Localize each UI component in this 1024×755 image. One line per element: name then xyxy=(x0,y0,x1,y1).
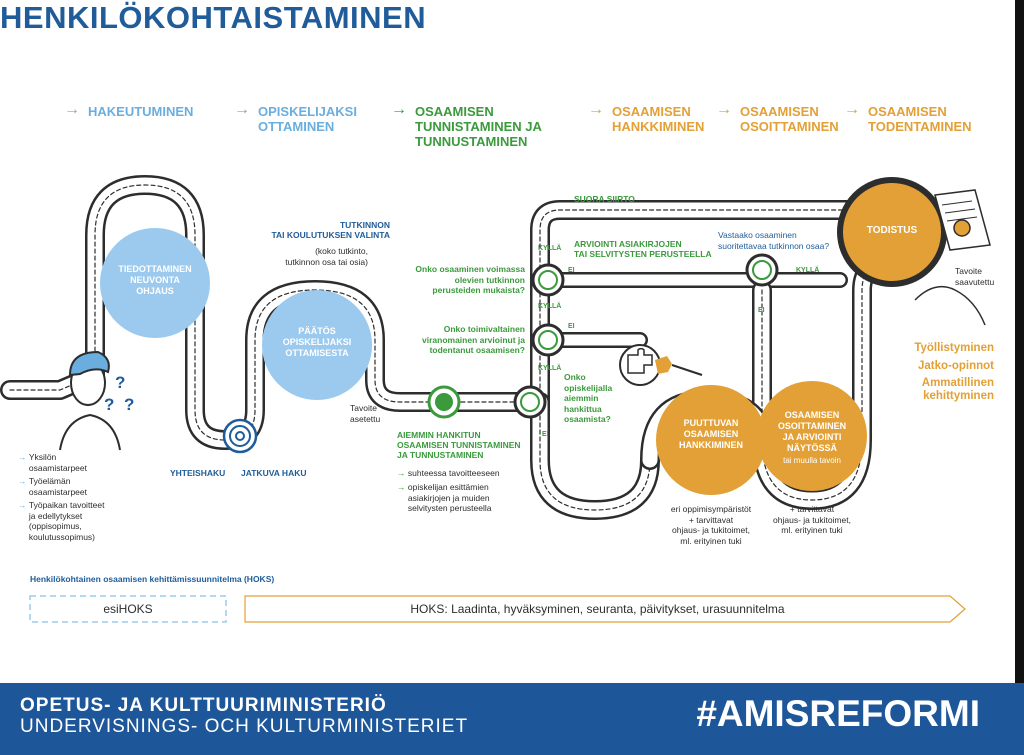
question-voimassa: Onko osaaminen voimassa olevien tutkinno… xyxy=(415,264,525,295)
label-kylla-4: KYLLÄ xyxy=(796,267,820,274)
ministry-name-fi: OPETUS- JA KULTTUURIMINISTERIÖ xyxy=(20,695,387,716)
bullet-text: suhteessa tavoitteeseen xyxy=(407,468,500,478)
road-diagram: ? ? ? xyxy=(0,175,991,623)
label-ei-2: EI xyxy=(568,323,575,330)
hoks-label: HOKS: Laadinta, hyväksyminen, seuranta, … xyxy=(410,602,785,616)
stage-label: OSAAMISEN OSOITTAMINEN xyxy=(740,104,839,134)
circle-tiedottaminen xyxy=(100,228,210,338)
arrow-icon: → xyxy=(588,101,604,118)
question-mark-icon: ? xyxy=(124,395,134,414)
stage-tunnistaminen: → OSAAMISEN TUNNISTAMINEN JA TUNNUSTAMIN… xyxy=(391,102,542,150)
stage-label: OSAAMISEN TUNNISTAMINEN JA TUNNUSTAMINEN xyxy=(415,104,542,149)
circle-paatos xyxy=(262,290,372,400)
label-tavoite-saavutettu: Tavoite saavutettu xyxy=(955,266,995,287)
arrow-icon: → xyxy=(391,101,407,118)
label-tavoite-asetettu: Tavoite asetettu xyxy=(350,403,381,424)
label-osoittaminen-sub: tai muulla tavoin xyxy=(783,456,841,465)
question-mark-icon: ? xyxy=(104,395,114,414)
bullet-arrow-icon: → xyxy=(397,482,408,492)
hand-icon xyxy=(914,285,986,326)
footer: OPETUS- JA KULTTUURIMINISTERIÖ UNDERVISN… xyxy=(0,683,1024,755)
need-item-3: → Työpaikan tavoitteet ja edellytykset (… xyxy=(18,500,104,542)
bullet-arrow-icon: → xyxy=(397,468,408,478)
label-suora-siirto: SUORA SIIRTO xyxy=(574,194,635,204)
label-vastaako: Vastaako osaaminen suoritettavaa tutkinn… xyxy=(718,230,830,251)
road-main-dash xyxy=(9,184,541,441)
label-kylla-1: KYLLÄ xyxy=(538,245,562,252)
label-tutkinnon: TUTKINNON TAI KOULUTUKSEN VALINTA xyxy=(271,220,390,240)
aiemmin-bullet-2: → opiskelijan esittämien asiakirjojen ja… xyxy=(397,482,492,514)
circle-todistus xyxy=(837,177,947,287)
question-aiemmin: Onko opiskelijalla aiemmin hankittua osa… xyxy=(564,372,613,424)
outcome-ammatillinen: Ammatillinen kehittyminen xyxy=(921,377,994,402)
need-text: Yksilön osaamistarpeet xyxy=(28,452,87,473)
outcome-jatko-opinnot: Jatko-opinnot xyxy=(917,359,994,372)
circle-puuttuva xyxy=(656,385,766,495)
stage-hakeutuminen: → HAKEUTUMINEN xyxy=(64,102,194,120)
certificate-icon xyxy=(934,189,991,251)
label-env-2: + tarvittavat ohjaus- ja tukitoimet, ml.… xyxy=(773,504,851,535)
label-arviointi: ARVIOINTI ASIAKIRJOJEN TAI SELVITYSTEN P… xyxy=(574,239,712,259)
need-item-2: → Työelämän osaamistarpeet xyxy=(18,476,87,497)
label-kylla-2: KYLLÄ xyxy=(538,303,562,310)
stage-osoittaminen: → OSAAMISEN OSOITTAMINEN xyxy=(716,102,839,135)
checkpoint-q2 xyxy=(531,323,565,357)
bullet-arrow-icon: → xyxy=(18,452,29,462)
label-yhteishaku: YHTEISHAKU xyxy=(170,468,226,478)
label-ei-4: EI xyxy=(758,307,765,314)
need-text: Työpaikan tavoitteet ja edellytykset (op… xyxy=(28,500,105,542)
label-puuttuva: PUUTTUVAN OSAAMISEN HANKKIMINEN xyxy=(679,418,743,450)
label-kylla-3: KYLLÄ xyxy=(538,365,562,372)
arrow-icon: → xyxy=(234,101,250,118)
arrow-icon: → xyxy=(844,101,860,118)
label-tiedottaminen: TIEDOTTAMINEN NEUVONTA OHJAUS xyxy=(118,264,192,296)
hashtag: #AMISREFORMI xyxy=(696,693,980,734)
spiral-icon xyxy=(222,418,258,454)
esihoks-box xyxy=(29,595,227,623)
hoks-heading: Henkilökohtainen osaamisen kehittämissuu… xyxy=(30,574,275,584)
label-aiemmin-hankitun: AIEMMIN HANKITUN OSAAMISEN TUNNISTAMINEN… xyxy=(397,430,521,460)
bullet-text: opiskelijan esittämien asiakirjojen ja m… xyxy=(407,482,492,513)
stage-label: OPISKELIJAKSI OTTAMINEN xyxy=(258,104,357,134)
checkpoint-green xyxy=(427,385,461,419)
label-osoittaminen: OSAAMISEN OSOITTAMINEN JA ARVIOINTI NÄYT… xyxy=(777,410,847,453)
outcome-tyollistyminen: Työllistyminen xyxy=(914,342,994,354)
label-jatkuva: JATKUVA HAKU xyxy=(241,468,307,478)
label-paatos: PÄÄTÖS OPISKELIJAKSI OTTAMISESTA xyxy=(282,326,352,358)
question-viranomainen: Onko toimivaltainen viranomainen arvioin… xyxy=(422,324,525,355)
outcomes: Työllistyminen Jatko-opinnot Ammatilline… xyxy=(880,342,994,402)
stage-opiskelijaksi: → OPISKELIJAKSI OTTAMINEN xyxy=(234,102,357,135)
bullet-arrow-icon: → xyxy=(18,476,29,486)
label-env-1: eri oppimisympäristöt + tarvittavat ohja… xyxy=(670,504,752,546)
stage-label: OSAAMISEN TODENTAMINEN xyxy=(868,104,972,134)
question-mark-icon: ? xyxy=(115,373,125,392)
checkpoint-q3 xyxy=(513,385,547,419)
checkpoint-q1 xyxy=(531,263,565,297)
need-text: Työelämän osaamistarpeet xyxy=(28,476,87,497)
aiemmin-bullet-1: → suhteessa tavoitteeseen xyxy=(397,468,500,479)
bullet-arrow-icon: → xyxy=(18,500,29,510)
label-todistus: TODISTUS xyxy=(866,225,918,236)
page-title: HENKILÖKOHTAISTAMINEN xyxy=(0,0,427,35)
hoks-arrow xyxy=(244,595,966,623)
label-ei-1: EI xyxy=(568,267,575,274)
stage-hankkiminen: → OSAAMISEN HANKKIMINEN xyxy=(588,102,705,135)
arrow-icon: → xyxy=(64,101,80,118)
esihoks-label: esiHOKS xyxy=(103,602,153,616)
person-icon xyxy=(59,350,121,451)
puzzle-icon xyxy=(619,344,703,386)
label-ei-3: EI xyxy=(542,431,549,438)
circle-osoittaminen xyxy=(757,381,867,491)
right-edge-bar xyxy=(1015,0,1024,690)
stage-label: OSAAMISEN HANKKIMINEN xyxy=(612,104,705,134)
stage-todentaminen: → OSAAMISEN TODENTAMINEN xyxy=(844,102,972,135)
need-item-1: → Yksilön osaamistarpeet xyxy=(18,452,87,473)
ministry-name-sv: UNDERVISNINGS- OCH KULTURMINISTERIET xyxy=(20,716,469,737)
label-tutkinnon-sub: (koko tutkinto, tutkinnon osa tai osia) xyxy=(285,246,368,267)
stage-label: HAKEUTUMINEN xyxy=(88,104,194,119)
checkpoint-vastaako xyxy=(745,253,779,287)
arrow-icon: → xyxy=(716,101,732,118)
